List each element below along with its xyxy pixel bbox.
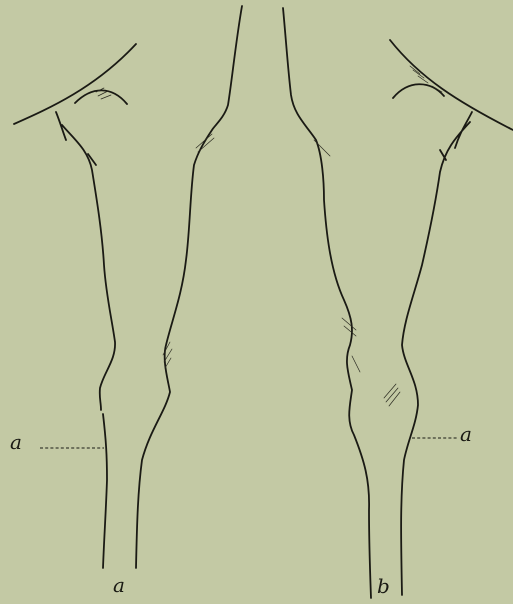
right-figure bbox=[283, 8, 513, 598]
right-limb-inner-hatch bbox=[314, 140, 400, 406]
left-limb-outer-contour bbox=[56, 112, 115, 410]
left-limb-inner-hatch bbox=[163, 134, 214, 368]
left-figure bbox=[14, 6, 242, 568]
right-shoulder-arc bbox=[390, 40, 513, 130]
left-joint-arc bbox=[75, 90, 127, 104]
right-limb-inner-contour bbox=[283, 8, 371, 598]
left-limb-inner-contour bbox=[136, 6, 242, 568]
left-shoulder-arc bbox=[14, 44, 136, 124]
right-marker-label: a bbox=[460, 424, 472, 444]
left-limb-lower-outer bbox=[103, 414, 107, 568]
right-joint-arc bbox=[393, 84, 444, 98]
right-limb-outer-contour bbox=[401, 112, 472, 595]
left-caption-label: a bbox=[113, 575, 125, 595]
right-caption-label: b bbox=[377, 576, 390, 596]
left-marker-label: a bbox=[10, 432, 22, 452]
right-joint-hatch bbox=[410, 66, 442, 92]
